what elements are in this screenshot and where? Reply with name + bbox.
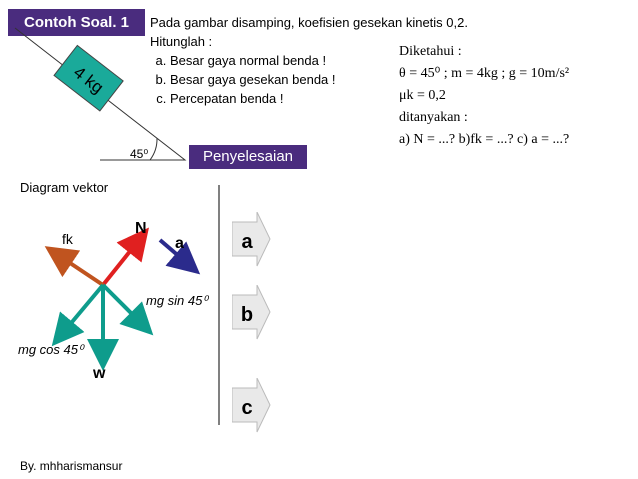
answer-b-label: b [241,304,253,326]
angle-arc [149,137,158,161]
problem-item-b: Besar gaya gesekan benda ! [170,70,468,89]
problem-ask: Hitunglah : [150,34,213,49]
asked-heading: ditanyakan : [399,110,468,125]
problem-list: Besar gaya normal benda ! Besar gaya ges… [150,51,468,108]
incline-diagram: 4 kg 45⁰ [14,27,187,161]
vector-diagram: N fk a w mg sin 45⁰ mg cos 45⁰ [18,220,209,382]
vector-diagram-title: Diagram vektor [20,180,109,195]
friction-force-arrow [44,246,105,287]
answer-c-button[interactable]: c [232,378,272,433]
answer-a-button[interactable]: a [232,212,272,267]
example-title-badge: Contoh Soal. 1 [8,9,145,36]
author-credit: By. mhharismansur [20,459,123,473]
known-line-2: μk = 0,2 [399,88,446,103]
label-a: a [175,235,184,252]
block-4kg [53,44,124,112]
problem-item-a: Besar gaya normal benda ! [170,51,468,70]
divider [218,185,220,425]
mg-cos-arrow [51,283,105,347]
problem-intro: Pada gambar disamping, koefisien gesekan… [150,15,468,30]
label-N: N [135,220,147,237]
known-line-1: θ = 45⁰ ; m = 4kg ; g = 10m/s² [399,66,570,81]
label-mg-sin: mg sin 45⁰ [146,293,209,308]
answer-b-button[interactable]: b [232,285,272,340]
asked-line: a) N = ...? b)fk = ...? c) a = ...? [399,132,570,147]
incline-angle-label: 45⁰ [130,147,148,161]
answer-a-label: a [241,231,253,253]
known-heading: Diketahui : [399,44,462,59]
normal-force-arrow [101,227,149,287]
acceleration-arrow [158,238,201,275]
answer-c-label: c [241,397,252,419]
problem-item-c: Percepatan benda ! [170,89,468,108]
mg-sin-arrow [101,283,154,336]
label-fk: fk [62,231,74,247]
known-values: Diketahui : θ = 45⁰ ; m = 4kg ; g = 10m/… [399,41,569,151]
label-mg-cos: mg cos 45⁰ [18,342,85,357]
solution-badge: Penyelesaian [189,145,307,169]
problem-statement: Pada gambar disamping, koefisien gesekan… [150,13,468,108]
label-w: w [92,365,106,382]
